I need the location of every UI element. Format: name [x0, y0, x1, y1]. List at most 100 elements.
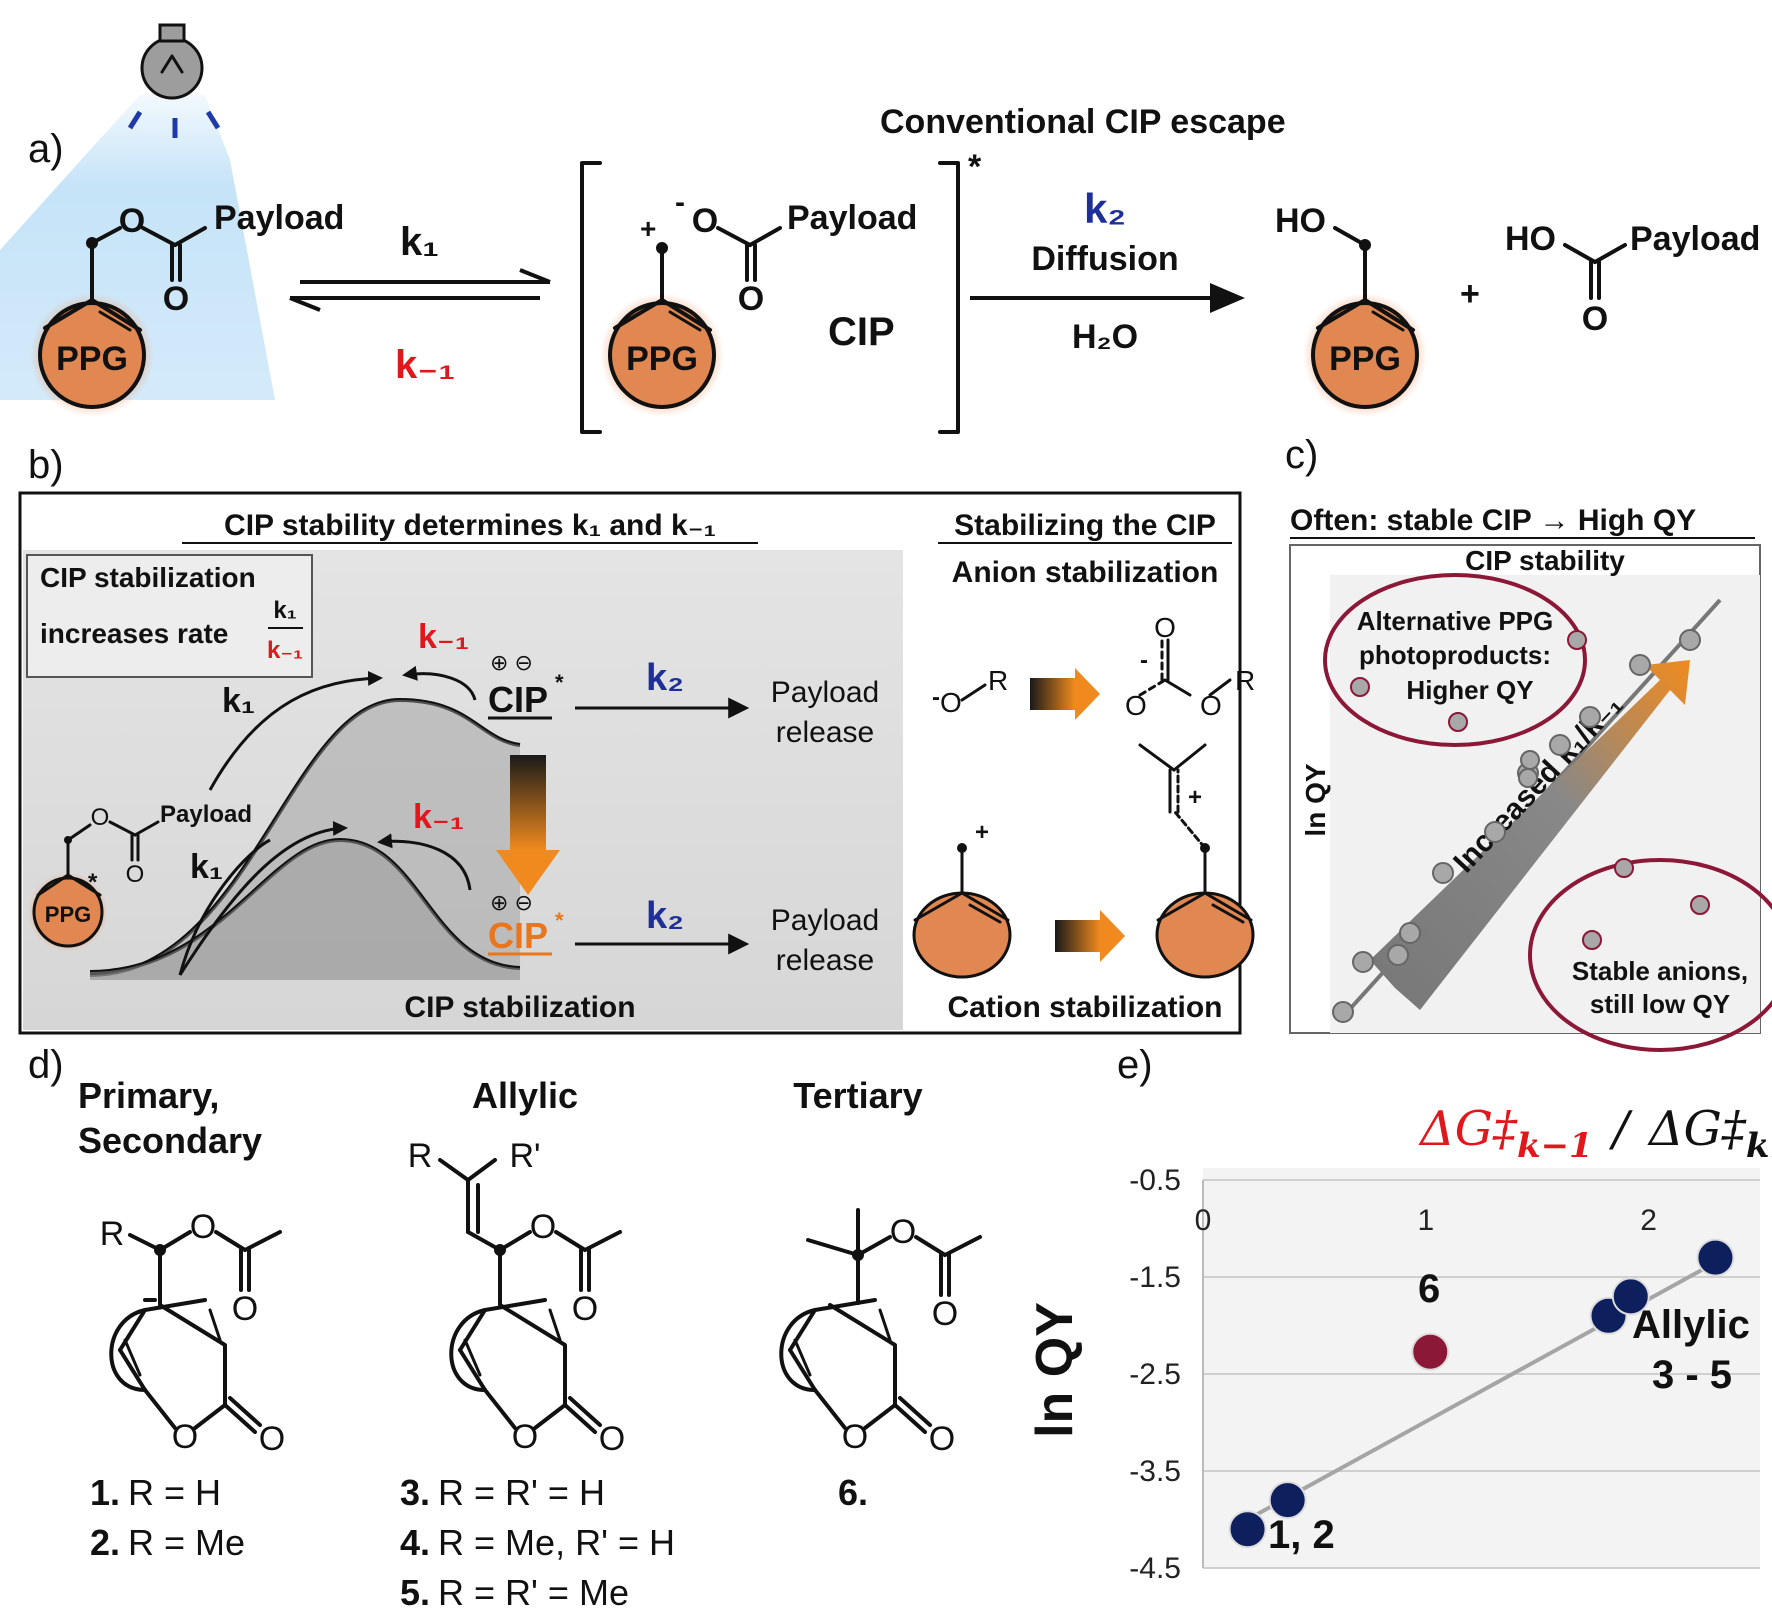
reactant-molecule: PPG O O Payload: [30, 199, 344, 417]
svg-text:O: O: [172, 1418, 198, 1456]
svg-text:O: O: [530, 1208, 556, 1246]
svg-text:-: -: [675, 186, 685, 219]
svg-text:still low QY: still low QY: [1590, 989, 1730, 1019]
svg-text:Payload: Payload: [771, 904, 879, 937]
svg-text:+: +: [1188, 784, 1202, 811]
svg-text:CIP stabilization: CIP stabilization: [404, 991, 635, 1024]
svg-text:3.R = R' = H: 3.R = R' = H: [400, 1472, 605, 1513]
panel-c: c) Often: stable CIP → High QY CIP stabi…: [1285, 433, 1772, 1052]
data-point: [1268, 1481, 1307, 1520]
chart-y-label: ln QY: [1026, 1302, 1084, 1438]
panel-e: e) ΔG‡k−1/ΔG‡k1 -0.5-1.5-2.5-3.5-4.5012 …: [1026, 1043, 1772, 1585]
svg-text:-: -: [932, 684, 940, 711]
panel-c-title: Often: stable CIP → High QY: [1290, 504, 1696, 537]
svg-text:1.R = H: 1.R = H: [90, 1472, 221, 1513]
svg-text:Stable anions,: Stable anions,: [1572, 956, 1748, 986]
svg-text:k₋₁: k₋₁: [267, 637, 303, 664]
svg-text:R': R': [509, 1137, 540, 1175]
x-tick-label: 1: [1417, 1204, 1434, 1237]
svg-text:O: O: [1125, 690, 1147, 721]
svg-text:Payload: Payload: [160, 801, 252, 828]
svg-text:O: O: [126, 861, 145, 888]
data-point: [1228, 1510, 1267, 1549]
panel-d-label: d): [28, 1043, 64, 1087]
ppg-label: PPG: [56, 340, 128, 378]
k2-label: k₂: [1084, 185, 1126, 232]
annotation-6: 6: [1418, 1267, 1440, 1311]
panel-c-label: c): [1285, 433, 1318, 477]
panel-b: b) CIP stability determines k₁ and k₋₁ C…: [18, 443, 1255, 1035]
svg-text:-: -: [1140, 647, 1148, 674]
chart-marks: [1228, 1238, 1735, 1549]
svg-text:Allylic: Allylic: [472, 1075, 578, 1116]
svg-text:⊕ ⊖: ⊕ ⊖: [490, 650, 533, 675]
equilibrium-arrows: k₁ k₋₁: [289, 220, 551, 387]
svg-text:O: O: [512, 1418, 538, 1456]
panel-a-label: a): [28, 127, 64, 171]
panel-a-title: Conventional CIP escape: [880, 103, 1286, 141]
data-point: [1611, 1277, 1650, 1316]
svg-text:+: +: [640, 213, 656, 244]
annotation-allylic: Allylic: [1632, 1303, 1750, 1347]
products: PPG HO + HO O Payload: [1275, 202, 1760, 417]
data-point: [1411, 1332, 1450, 1371]
panel-e-label: e): [1117, 1043, 1153, 1087]
data-point: [1696, 1238, 1735, 1277]
cip-stability-axis: CIP stability: [1465, 545, 1625, 576]
svg-text:*: *: [968, 148, 982, 186]
chart-grid: [1202, 1179, 1760, 1569]
svg-text:HO: HO: [1275, 202, 1326, 240]
svg-text:O: O: [259, 1420, 285, 1458]
y-tick-label: -3.5: [1129, 1455, 1181, 1488]
cip-label: CIP: [828, 310, 895, 354]
svg-text:R: R: [988, 665, 1008, 696]
svg-text:R: R: [408, 1137, 433, 1175]
panel-a: a) PPG O O Payload: [0, 23, 1760, 434]
svg-text:+: +: [1460, 275, 1480, 313]
svg-text:k₂: k₂: [646, 895, 684, 937]
svg-text:CIP: CIP: [488, 679, 548, 720]
ln-qy-axis: ln QY: [1300, 763, 1331, 836]
svg-text:*: *: [88, 869, 98, 896]
svg-text:k₋₁: k₋₁: [413, 798, 464, 836]
payload-label: Payload: [214, 199, 344, 237]
y-tick-label: -0.5: [1129, 1164, 1181, 1197]
svg-text:HO: HO: [1505, 220, 1556, 258]
svg-text:+: +: [975, 819, 989, 846]
svg-text:k₋₁: k₋₁: [418, 618, 469, 656]
svg-text:Payload: Payload: [771, 676, 879, 709]
y-tick-label: -1.5: [1129, 1261, 1181, 1294]
svg-text:O: O: [1582, 300, 1608, 338]
svg-text:O: O: [1200, 690, 1222, 721]
svg-text:*: *: [555, 670, 564, 695]
panel-b-title: CIP stability determines k₁ and k₋₁: [224, 509, 716, 542]
svg-text:Cation stabilization: Cation stabilization: [947, 991, 1222, 1024]
water-label: H₂O: [1072, 318, 1138, 356]
compound-primary: O O R O O: [100, 1208, 286, 1458]
svg-text:O: O: [163, 280, 189, 318]
svg-text:R: R: [100, 1215, 125, 1253]
svg-text:CIP: CIP: [488, 915, 548, 956]
annotation-1-2: 1, 2: [1268, 1513, 1335, 1557]
svg-text:increases rate: increases rate: [40, 618, 228, 649]
escape-arrow: Conventional CIP escape k₂ Diffusion H₂O: [880, 103, 1286, 356]
svg-text:O: O: [932, 1295, 958, 1333]
svg-text:R: R: [1235, 665, 1255, 696]
svg-text:O: O: [890, 1213, 916, 1251]
svg-text:k₂: k₂: [646, 657, 684, 699]
k-minus1-label: k₋₁: [395, 343, 455, 387]
svg-text:O: O: [842, 1418, 868, 1456]
svg-text:2.R = Me: 2.R = Me: [90, 1522, 245, 1563]
svg-text:6.: 6.: [838, 1472, 868, 1513]
diffusion-label: Diffusion: [1031, 240, 1178, 278]
svg-text:O: O: [692, 202, 718, 240]
y-tick-label: -2.5: [1129, 1358, 1181, 1391]
svg-text:O: O: [190, 1208, 216, 1246]
svg-text:O: O: [929, 1420, 955, 1458]
panel-b-label: b): [28, 443, 64, 487]
x-tick-label: 2: [1640, 1204, 1657, 1237]
svg-text:Stabilizing the CIP: Stabilizing the CIP: [954, 509, 1216, 542]
svg-text:PPG: PPG: [626, 340, 698, 378]
svg-text:⊕ ⊖: ⊕ ⊖: [490, 890, 533, 915]
